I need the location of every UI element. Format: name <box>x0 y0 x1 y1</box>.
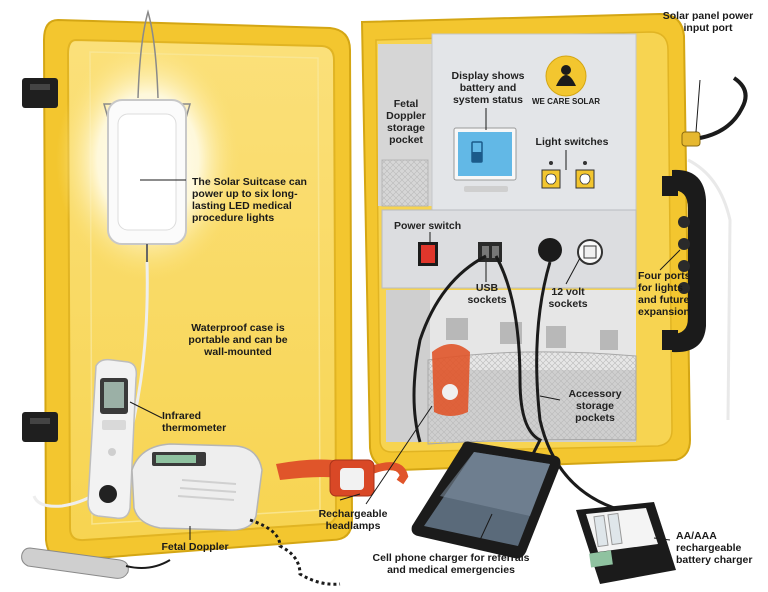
hinge-bottom <box>22 412 58 442</box>
status-display <box>453 127 517 192</box>
twelve-volt-sockets[interactable] <box>538 238 603 265</box>
label-headlamps: Rechargeable headlamps <box>318 508 388 532</box>
label-light-switches: Light switches <box>535 136 609 148</box>
light-switch-2[interactable] <box>575 161 595 189</box>
label-display: Display shows battery and system status <box>451 70 525 106</box>
label-four-ports: Four ports for lights and future expansi… <box>638 270 691 318</box>
label-accessory: Accessory storage pockets <box>568 388 622 424</box>
label-waterproof: Waterproof case is portable and can be w… <box>188 322 288 358</box>
label-battery-charger: AA/AAA rechargeable battery charger <box>676 530 753 566</box>
label-fetal-doppler: Fetal Doppler <box>161 541 229 553</box>
hinge-top <box>22 78 58 108</box>
label-thermometer: Infrared thermometer <box>162 410 227 434</box>
light-switch-1[interactable] <box>541 161 561 189</box>
battery-charger <box>576 502 676 584</box>
label-power-switch: Power switch <box>394 220 462 232</box>
accessory-compartment <box>386 290 637 445</box>
label-fetal-doppler-pocket: Fetal Doppler storage pocket <box>386 98 426 146</box>
label-solar-input: Solar panel power input port <box>662 10 754 34</box>
power-switch[interactable] <box>418 242 438 266</box>
rechargeable-headlamp <box>276 459 409 497</box>
infrared-thermometer <box>87 358 138 520</box>
expansion-ports[interactable] <box>678 216 690 294</box>
label-twelve-volt: 12 volt sockets <box>548 286 588 310</box>
control-panel <box>378 33 637 211</box>
solar-input-port[interactable] <box>681 76 748 421</box>
headlamp-in-pocket <box>432 344 470 416</box>
label-phone-charger: Cell phone charger for referrals and med… <box>372 552 530 576</box>
leader-lines <box>129 79 701 541</box>
label-lights: The Solar Suitcase can power up to six l… <box>192 176 307 224</box>
logo-text: WE CARE SOLAR <box>532 97 600 106</box>
we-care-solar-logo: WE CARE SOLAR <box>532 55 600 106</box>
cell-phone <box>411 441 561 559</box>
doppler-probe <box>21 547 171 579</box>
fetal-doppler <box>131 443 341 586</box>
carry-handle[interactable] <box>662 169 706 353</box>
label-usb: USB sockets <box>467 282 507 306</box>
